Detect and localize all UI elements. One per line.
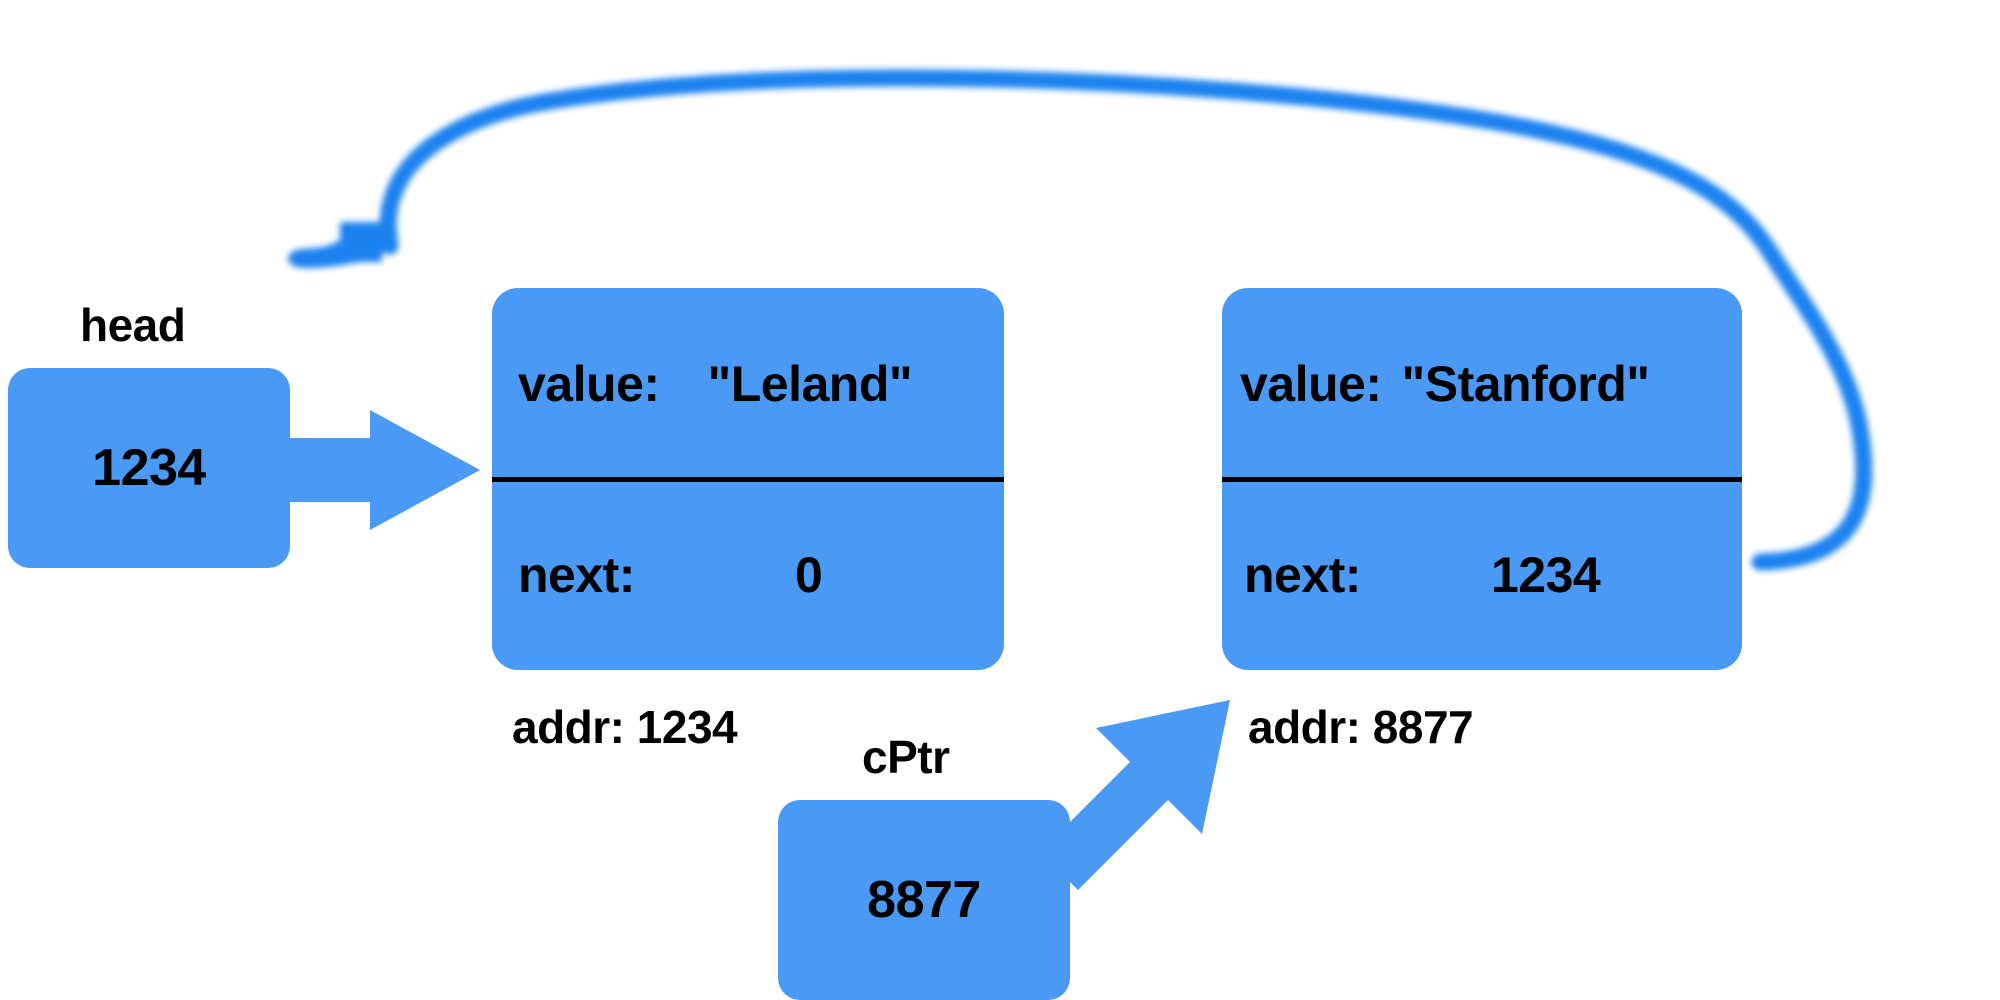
cptr-pointer-value: 8877 bbox=[867, 871, 981, 929]
node-stanford-value-key: value: bbox=[1240, 355, 1382, 412]
node-stanford-next-text: 1234 bbox=[1490, 546, 1601, 603]
node-leland-value-key: value: bbox=[518, 355, 660, 412]
node-stanford-addr-label: addr: 8877 bbox=[1248, 701, 1474, 753]
node-leland-next-row: next: 0 bbox=[492, 479, 1004, 670]
node-leland[interactable]: value: "Leland" next: 0 bbox=[492, 288, 1004, 670]
node-stanford-divider bbox=[1222, 477, 1742, 482]
node-leland-next-key: next: bbox=[518, 546, 635, 603]
node-stanford-value-row: value: "Stanford" bbox=[1222, 288, 1742, 479]
head-pointer-label: head bbox=[80, 299, 186, 351]
node-leland-value-text: "Leland" bbox=[707, 355, 913, 412]
cptr-pointer-box[interactable]: 8877 bbox=[778, 800, 1070, 1000]
cptr-pointer-label: cPtr bbox=[862, 731, 950, 783]
node-stanford-value-text: "Stanford" bbox=[1401, 355, 1650, 412]
node-stanford[interactable]: value: "Stanford" next: 1234 bbox=[1222, 288, 1742, 670]
node-stanford-next-row: next: 1234 bbox=[1222, 479, 1742, 670]
node-leland-next-text: 0 bbox=[794, 546, 823, 603]
head-pointer-box[interactable]: 1234 bbox=[8, 368, 290, 568]
head-pointer-value: 1234 bbox=[92, 439, 206, 497]
node-leland-divider bbox=[492, 477, 1004, 482]
node-leland-addr-label: addr: 1234 bbox=[512, 701, 738, 753]
node-leland-value-row: value: "Leland" bbox=[492, 288, 1004, 479]
node-stanford-next-key: next: bbox=[1244, 546, 1361, 603]
